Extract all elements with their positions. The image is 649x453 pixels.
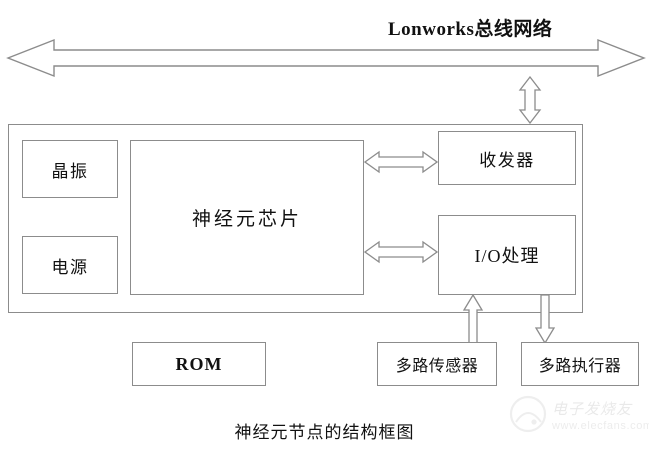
block-power-supply: 电源 [22, 236, 118, 294]
block-neuron-chip: 神经元芯片 [130, 140, 364, 295]
bus-to-transceiver-arrow [518, 76, 542, 124]
lonworks-bus-arrow [6, 38, 646, 78]
bus-network-title: Lonworks总线网络 [388, 19, 553, 40]
block-rom: ROM [132, 342, 266, 386]
io-to-actuators-arrow [534, 294, 556, 344]
block-transceiver: 收发器 [438, 131, 576, 185]
transceiver-label: 收发器 [479, 150, 535, 170]
block-io-processing: I/O处理 [438, 215, 576, 295]
chip-to-transceiver-arrow [364, 150, 438, 174]
block-oscillator: 晶振 [22, 140, 118, 198]
power-supply-label: 电源 [51, 257, 89, 277]
block-actuators: 多路执行器 [521, 342, 639, 386]
block-sensors: 多路传感器 [377, 342, 497, 386]
sensors-to-io-arrow [462, 294, 484, 344]
oscillator-label: 晶振 [51, 161, 89, 181]
watermark-brand: 电子发烧友 [552, 402, 633, 418]
neuron-chip-label: 神经元芯片 [191, 209, 302, 230]
chip-to-io-arrow [364, 240, 438, 264]
rom-label: ROM [175, 353, 223, 374]
sensors-label: 多路传感器 [395, 358, 479, 375]
diagram-caption: 神经元节点的结构框图 [234, 423, 415, 442]
actuators-label: 多路执行器 [538, 358, 622, 375]
io-processing-label: I/O处理 [474, 246, 540, 266]
